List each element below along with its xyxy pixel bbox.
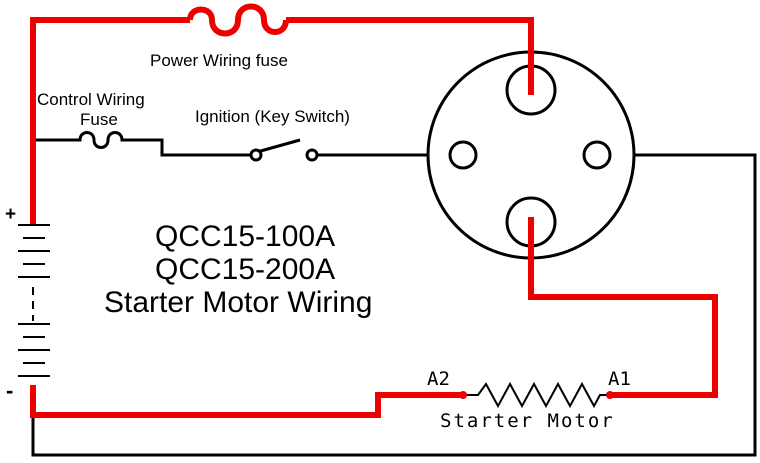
key-switch-blade xyxy=(256,138,301,154)
diagram-title: Starter Motor Wiring xyxy=(104,286,373,319)
power-fuse-label: Power Wiring fuse xyxy=(150,51,288,70)
control-fuse-label-line2: Fuse xyxy=(80,110,118,129)
terminal-a2-label: A2 xyxy=(427,368,450,390)
power-fuse-symbol xyxy=(187,3,289,37)
terminal-a2-dot xyxy=(459,391,467,399)
power-wire-solenoid-to-motor xyxy=(528,217,718,398)
starter-motor-symbol xyxy=(459,381,614,409)
terminal-a1-label: A1 xyxy=(608,368,631,390)
battery-minus-label: - xyxy=(6,378,14,403)
starter-motor-label: Starter Motor xyxy=(440,410,615,432)
wire-from-center-right-terminal xyxy=(31,153,757,457)
control-fuse-symbol xyxy=(70,131,250,157)
solenoid-terminal-left xyxy=(448,140,478,170)
key-switch-contact-left xyxy=(249,148,263,162)
power-wire-to-solenoid xyxy=(286,17,534,95)
model-label-1: QCC15-100A xyxy=(155,220,336,253)
model-label-2: QCC15-200A xyxy=(155,253,336,286)
power-wire-motor-to-battery xyxy=(30,385,463,418)
ignition-label: Ignition (Key Switch) xyxy=(195,107,350,126)
battery-plus-label: + xyxy=(5,204,17,225)
solenoid-terminal-right xyxy=(582,140,612,170)
control-fuse-label-line1: Control Wiring xyxy=(37,90,145,109)
terminal-a1-dot xyxy=(606,391,614,399)
power-wire-top xyxy=(30,17,190,225)
key-switch-contact-right xyxy=(305,148,319,162)
